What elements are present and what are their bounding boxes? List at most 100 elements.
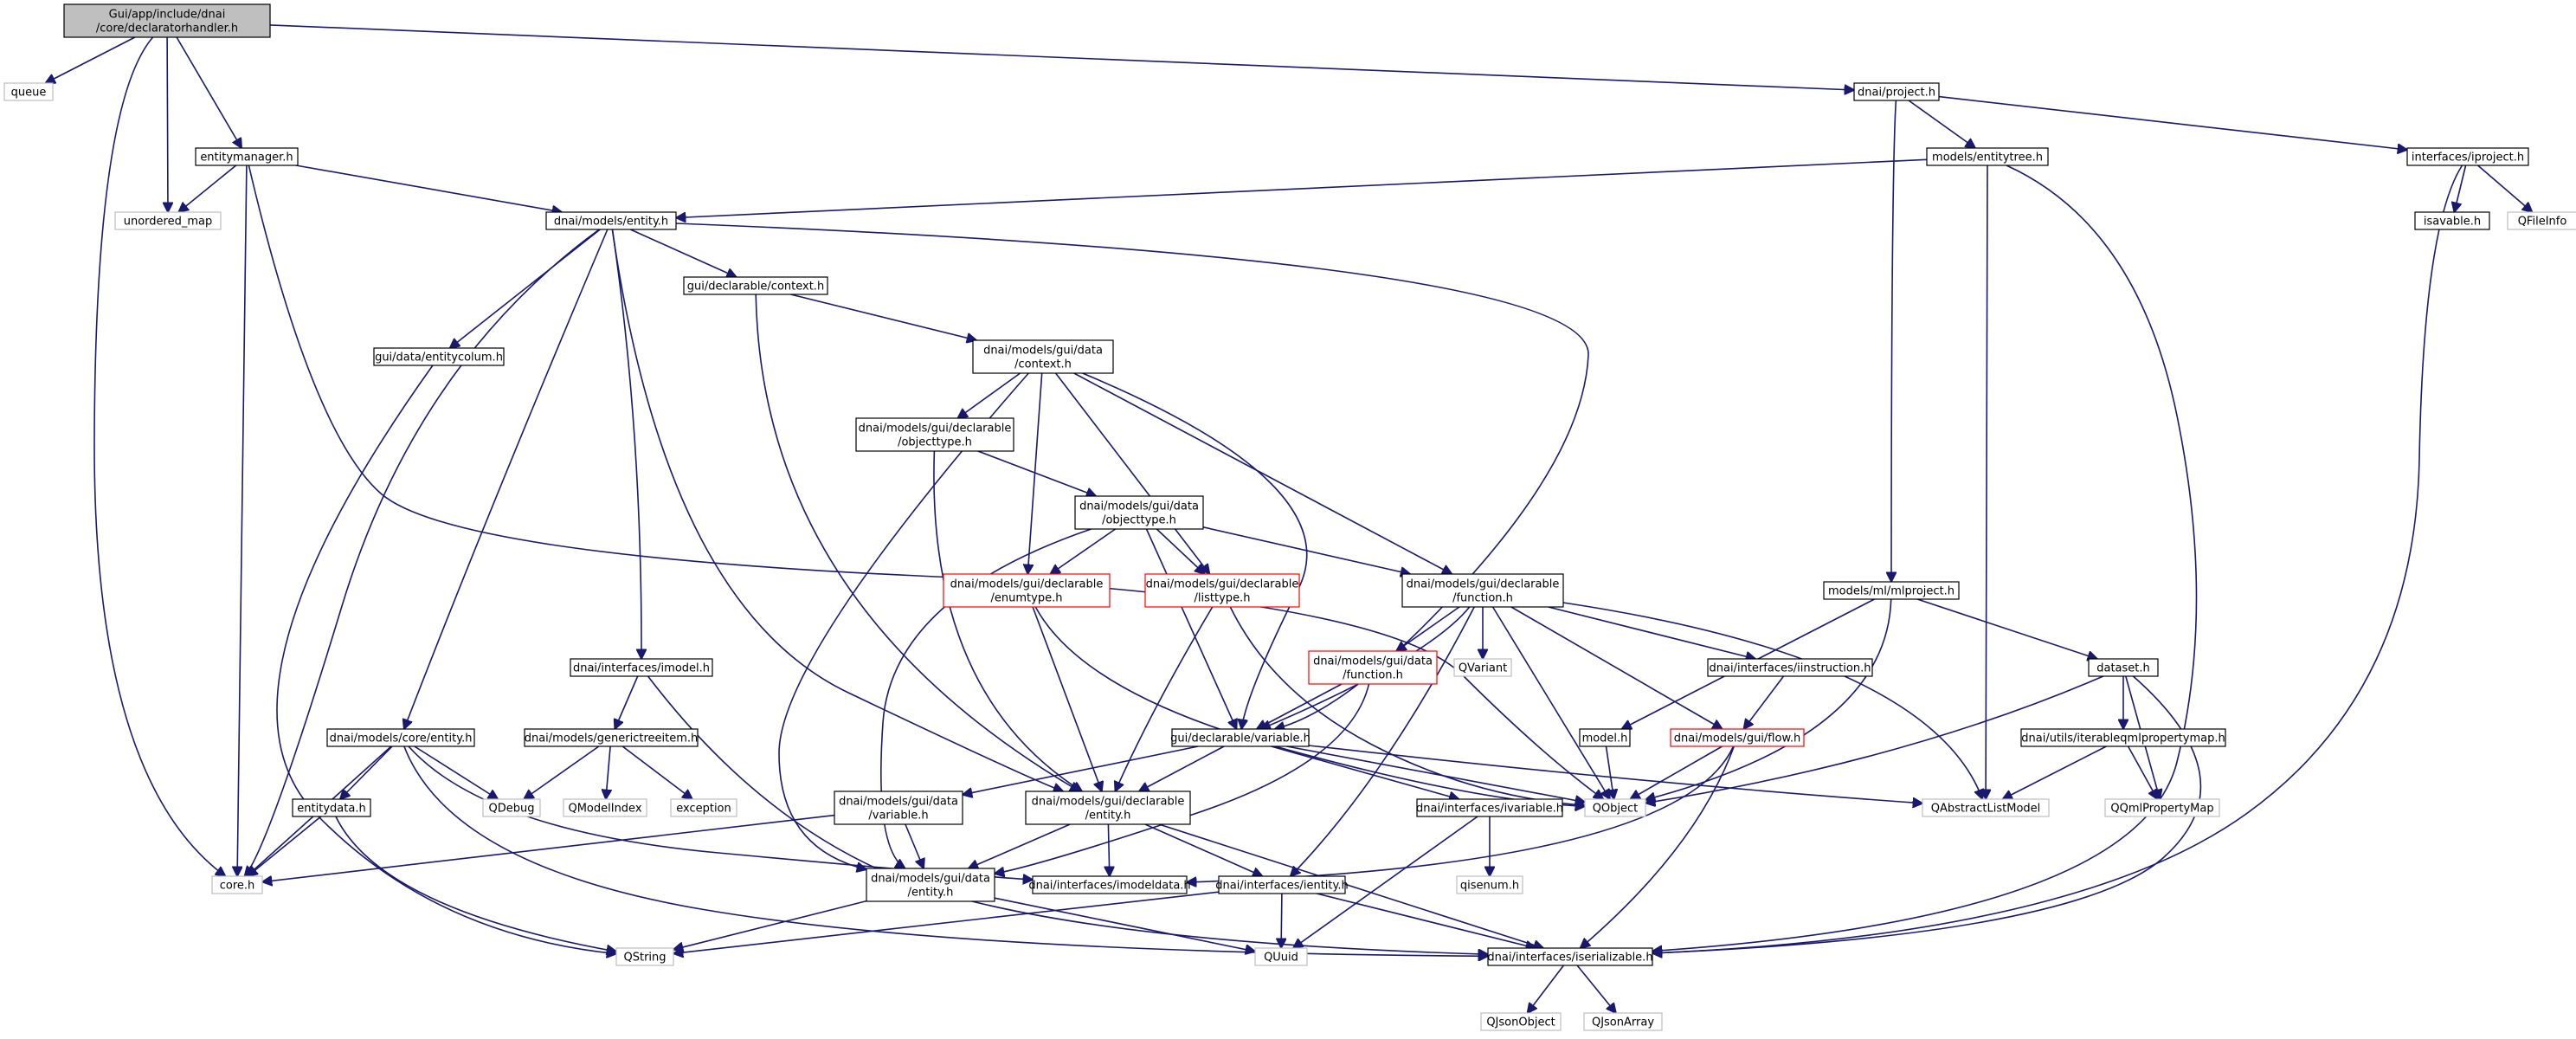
node-box (1456, 875, 1523, 894)
node-decl_function[interactable]: dnai/models/gui/declarable/function.h (1401, 573, 1564, 608)
edge-iterableqml-to-qqmlpropertymap (2127, 745, 2158, 799)
node-enumtype[interactable]: dnai/models/gui/declarable/enumtype.h (943, 573, 1111, 608)
node-data_function[interactable]: dnai/models/gui/data/function.h (1308, 650, 1438, 685)
node-data_entity[interactable]: dnai/models/gui/data/entity.h (866, 868, 995, 902)
node-data_objecttype[interactable]: dnai/models/gui/data/objecttype.h (1074, 495, 1204, 530)
edge-entitydata-to-qstring (335, 816, 616, 952)
node-box (1453, 658, 1512, 677)
node-label: dnai/models/gui/data (983, 345, 1103, 358)
edge-models_entity-to-core_entity (404, 229, 609, 729)
edge-iterableqml-to-qabstractlistmodel (2003, 745, 2107, 799)
node-label: dnai/utils/iterableqmlpropertymap.h (2021, 732, 2225, 745)
node-iserializable[interactable]: dnai/interfaces/iserializable.h (1487, 947, 1653, 966)
node-box (563, 798, 647, 817)
node-data_context[interactable]: dnai/models/gui/data/context.h (972, 339, 1114, 374)
node-entitytree[interactable]: models/entitytree.h (1926, 147, 2049, 166)
node-entitydata[interactable]: entitydata.h (292, 798, 371, 817)
edge-listtype-to-qobject (1229, 606, 1585, 805)
node-listtype[interactable]: dnai/models/gui/declarable/listtype.h (1144, 573, 1300, 608)
node-label: dnai/models/gui/data (839, 796, 958, 809)
edge-model_h-to-qobject (1605, 745, 1614, 799)
node-iterableqml[interactable]: dnai/utils/iterableqmlpropertymap.h (2020, 728, 2226, 747)
node-qabstractlistmodel: QAbstractListModel (1922, 798, 2050, 817)
node-core_entity[interactable]: dnai/models/core/entity.h (326, 728, 475, 747)
node-label: QDebug (489, 803, 535, 816)
edge-data_objecttype-to-enumtype (1050, 528, 1117, 574)
edge-models_entity-to-entitycolum (450, 229, 601, 348)
edge-generictreeitem-to-qdebug (524, 745, 600, 799)
edge-data_objecttype-to-gui_variable (1145, 528, 1237, 729)
node-box (2414, 211, 2490, 230)
edge-entitymanager-to-qobject (248, 165, 1603, 799)
node-label: models/ml/mlproject.h (1828, 585, 1955, 598)
node-label: QUuid (1264, 952, 1298, 965)
node-qvariant: QVariant (1453, 658, 1512, 677)
node-imodeldata[interactable]: dnai/interfaces/imodeldata.h (1028, 875, 1191, 894)
node-label: qisenum.h (1460, 880, 1519, 893)
edge-data_context-to-gui_variable (1082, 372, 1308, 729)
node-isavable[interactable]: isavable.h (2414, 211, 2490, 230)
edge-gui_variable-to-data_variable (963, 745, 1199, 795)
node-iproject[interactable]: interfaces/iproject.h (2406, 147, 2529, 166)
edge-root-to-unordered_map (167, 36, 168, 212)
node-qdebug: QDebug (482, 798, 541, 817)
edge-flow-to-iserializable (1581, 745, 1736, 948)
node-box (1583, 1012, 1663, 1031)
edge-root-to-entitymanager (176, 36, 242, 148)
node-qisenum: qisenum.h (1456, 875, 1523, 894)
node-iinstruction[interactable]: dnai/interfaces/iinstruction.h (1707, 658, 1873, 677)
edge-data_variable-to-data_entity (905, 823, 924, 868)
node-label: /entity.h (908, 887, 954, 900)
node-model_h[interactable]: model.h (1579, 728, 1631, 747)
node-entitycolum[interactable]: gui/data/entitycolum.h (373, 347, 505, 366)
node-box (373, 347, 505, 366)
node-label: gui/data/entitycolum.h (375, 352, 503, 365)
edge-project-to-entitytree (1908, 100, 1975, 148)
node-dataset[interactable]: dataset.h (2088, 658, 2159, 677)
node-models_entity[interactable]: dnai/models/entity.h (545, 211, 677, 230)
edge-dataset-to-qobject (1645, 675, 2104, 803)
node-box (211, 875, 263, 894)
node-box (615, 947, 674, 966)
node-label: QQmlPropertyMap (2110, 803, 2213, 816)
node-entitymanager[interactable]: entitymanager.h (195, 147, 299, 166)
node-label: /listtype.h (1195, 592, 1251, 605)
node-ivariable[interactable]: dnai/interfaces/ivariable.h (1416, 798, 1563, 817)
edge-core_entity-to-iserializable (403, 745, 1488, 956)
node-label: dnai/models/gui/data (871, 873, 990, 886)
node-label: dnai/models/core/entity.h (330, 732, 473, 745)
node-gui_variable[interactable]: gui/declarable/variable.h (1170, 728, 1311, 747)
edge-iproject-to-isavable (2454, 165, 2467, 212)
edge-root-to-project (269, 24, 1854, 90)
node-project[interactable]: dnai/project.h (1853, 82, 1940, 101)
node-label: QAbstractListModel (1931, 803, 2041, 816)
node-decl_objecttype[interactable]: dnai/models/gui/declarable/objecttype.h (855, 417, 1014, 452)
node-box (2507, 211, 2576, 230)
node-box (670, 798, 737, 817)
node-box (1074, 495, 1204, 530)
node-gui_context[interactable]: gui/declarable/context.h (683, 276, 828, 295)
node-label: entitydata.h (297, 803, 365, 816)
node-label: /function.h (1452, 592, 1513, 605)
node-data_variable[interactable]: dnai/models/gui/data/variable.h (834, 791, 963, 825)
node-label: dnai/models/gui/flow.h (1674, 732, 1801, 745)
edge-gui_variable-to-decl_entity (1139, 745, 1225, 791)
edge-core_entity-to-entitydata (340, 745, 393, 799)
node-box (1416, 798, 1563, 817)
node-mlproject[interactable]: models/ml/mlproject.h (1823, 581, 1960, 600)
edge-decl_objecttype-to-data_objecttype (977, 450, 1096, 496)
edge-data_function-to-gui_variable (1257, 683, 1343, 729)
node-box (1584, 798, 1646, 817)
node-decl_entity[interactable]: dnai/models/gui/declarable/entity.h (1025, 791, 1191, 825)
node-qjsonarray: QJsonArray (1583, 1012, 1663, 1031)
node-ientity[interactable]: dnai/interfaces/ientity.h (1215, 875, 1349, 894)
node-generictreeitem[interactable]: dnai/models/generictreeitem.h (524, 728, 699, 747)
node-flow[interactable]: dnai/models/gui/flow.h (1670, 728, 1805, 747)
node-root[interactable]: Gui/app/include/dnai/core/declaratorhand… (63, 3, 271, 38)
node-imodel[interactable]: dnai/interfaces/imodel.h (570, 658, 713, 677)
edge-iproject-to-iserializable (1652, 165, 2463, 953)
edge-entitytree-to-models_entity (676, 158, 1928, 217)
node-label: /objecttype.h (1102, 514, 1176, 527)
node-label: QJsonArray (1592, 1016, 1654, 1029)
node-label: dnai/models/gui/data (1079, 500, 1199, 513)
